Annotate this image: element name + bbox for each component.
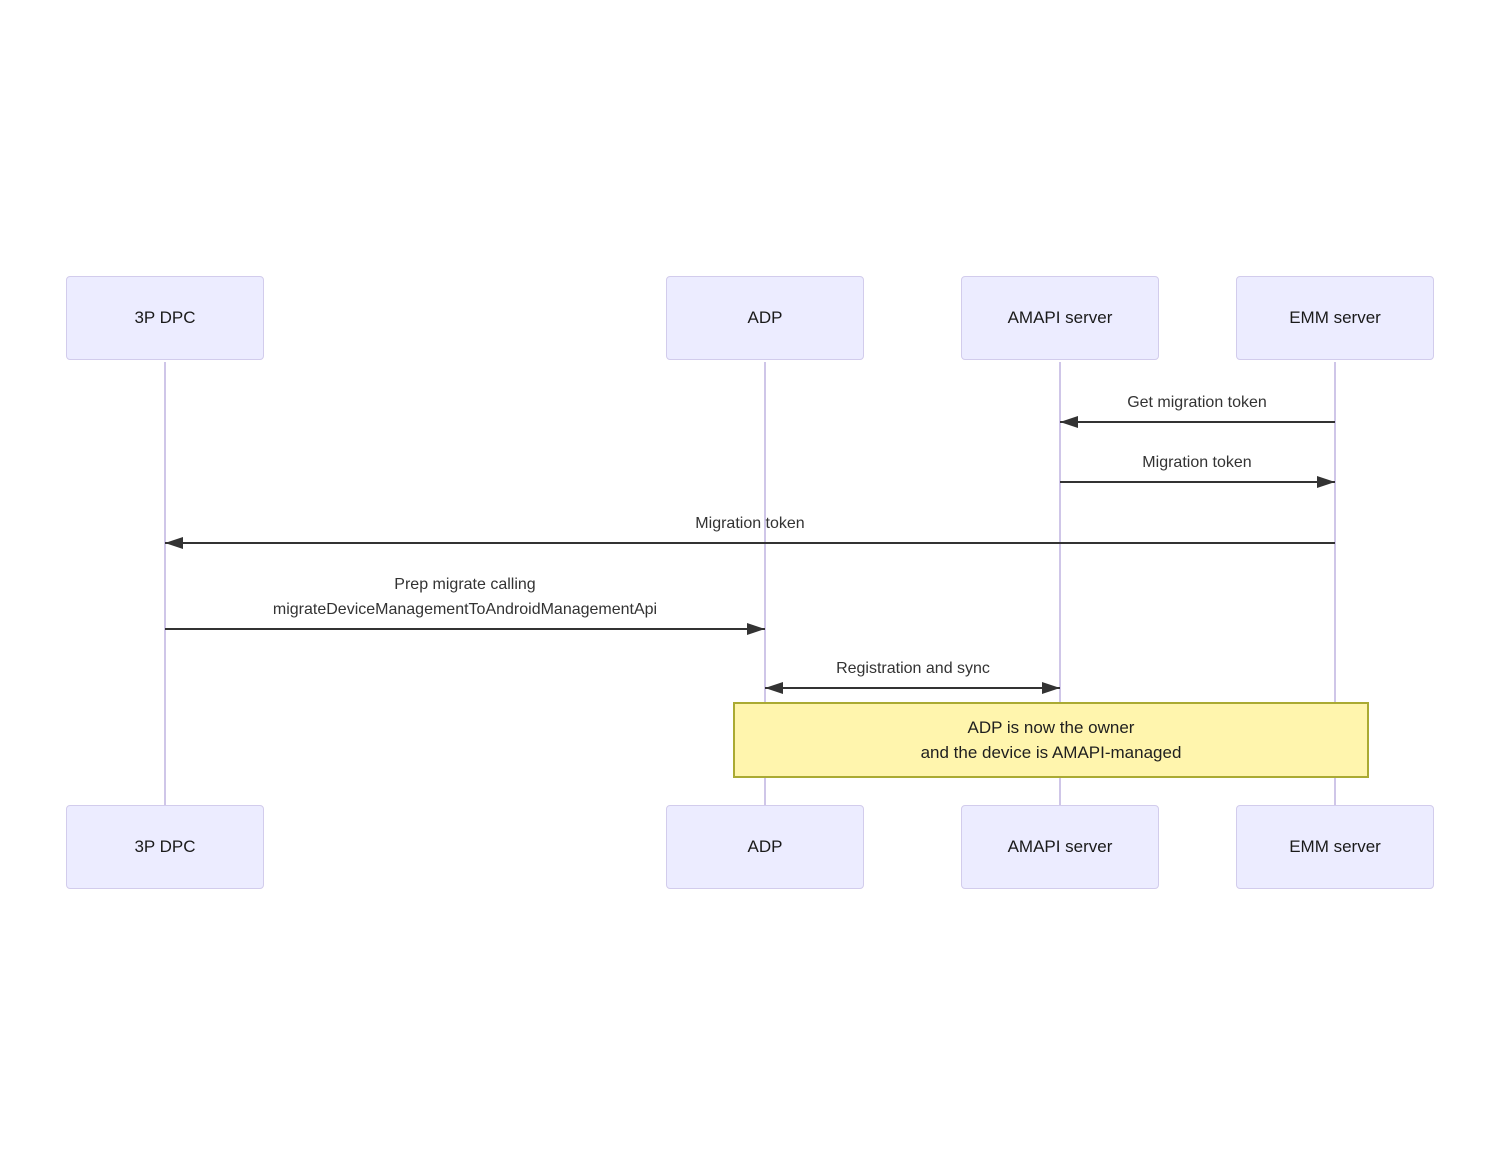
message-label-migration-token-to-emm: Migration token: [1142, 454, 1252, 471]
arrowhead-left-icon: [1060, 416, 1078, 428]
arrowhead-left-icon: [765, 682, 783, 694]
lifeline-3p-dpc: [164, 362, 166, 805]
actor-label: EMM server: [1289, 837, 1381, 856]
actor-label: EMM server: [1289, 308, 1381, 327]
actor-bottom-adp: ADP: [666, 805, 864, 889]
actor-label: AMAPI server: [1007, 308, 1113, 327]
lifeline-emm-server: [1334, 362, 1336, 805]
actor-top-emm-server: EMM server: [1236, 276, 1434, 360]
message-line-prep-migrate: [165, 628, 765, 630]
actor-top-amapi-server: AMAPI server: [961, 276, 1159, 360]
actor-bottom-3p-dpc: 3P DPC: [66, 805, 264, 889]
actor-label: ADP: [747, 837, 783, 856]
message-line-migration-token-to-emm: [1060, 481, 1335, 483]
arrowhead-left-icon: [165, 537, 183, 549]
message-line-registration-and-sync: [765, 687, 1060, 689]
message-line-get-migration-token: [1060, 421, 1335, 423]
message-label-prep-migrate: Prep migrate calling migrateDeviceManage…: [272, 576, 658, 618]
actor-label: ADP: [747, 308, 783, 327]
lifeline-amapi-server: [1059, 362, 1061, 805]
message-label-get-migration-token: Get migration token: [1127, 394, 1267, 411]
message-label-registration-and-sync: Registration and sync: [836, 660, 990, 677]
arrowhead-right-icon: [747, 623, 765, 635]
note-adp-owner: ADP is now the owner and the device is A…: [733, 702, 1369, 778]
actor-top-adp: ADP: [666, 276, 864, 360]
actor-label: 3P DPC: [134, 308, 196, 327]
actor-label: 3P DPC: [134, 837, 196, 856]
note-text: ADP is now the owner and the device is A…: [920, 718, 1182, 762]
arrowhead-right-icon: [1042, 682, 1060, 694]
actor-bottom-emm-server: EMM server: [1236, 805, 1434, 889]
actor-top-3p-dpc: 3P DPC: [66, 276, 264, 360]
actor-bottom-amapi-server: AMAPI server: [961, 805, 1159, 889]
arrowhead-right-icon: [1317, 476, 1335, 488]
message-line-migration-token-to-dpc: [165, 542, 1335, 544]
actor-label: AMAPI server: [1007, 837, 1113, 856]
lifeline-adp: [764, 362, 766, 805]
message-label-migration-token-to-dpc: Migration token: [695, 515, 805, 532]
